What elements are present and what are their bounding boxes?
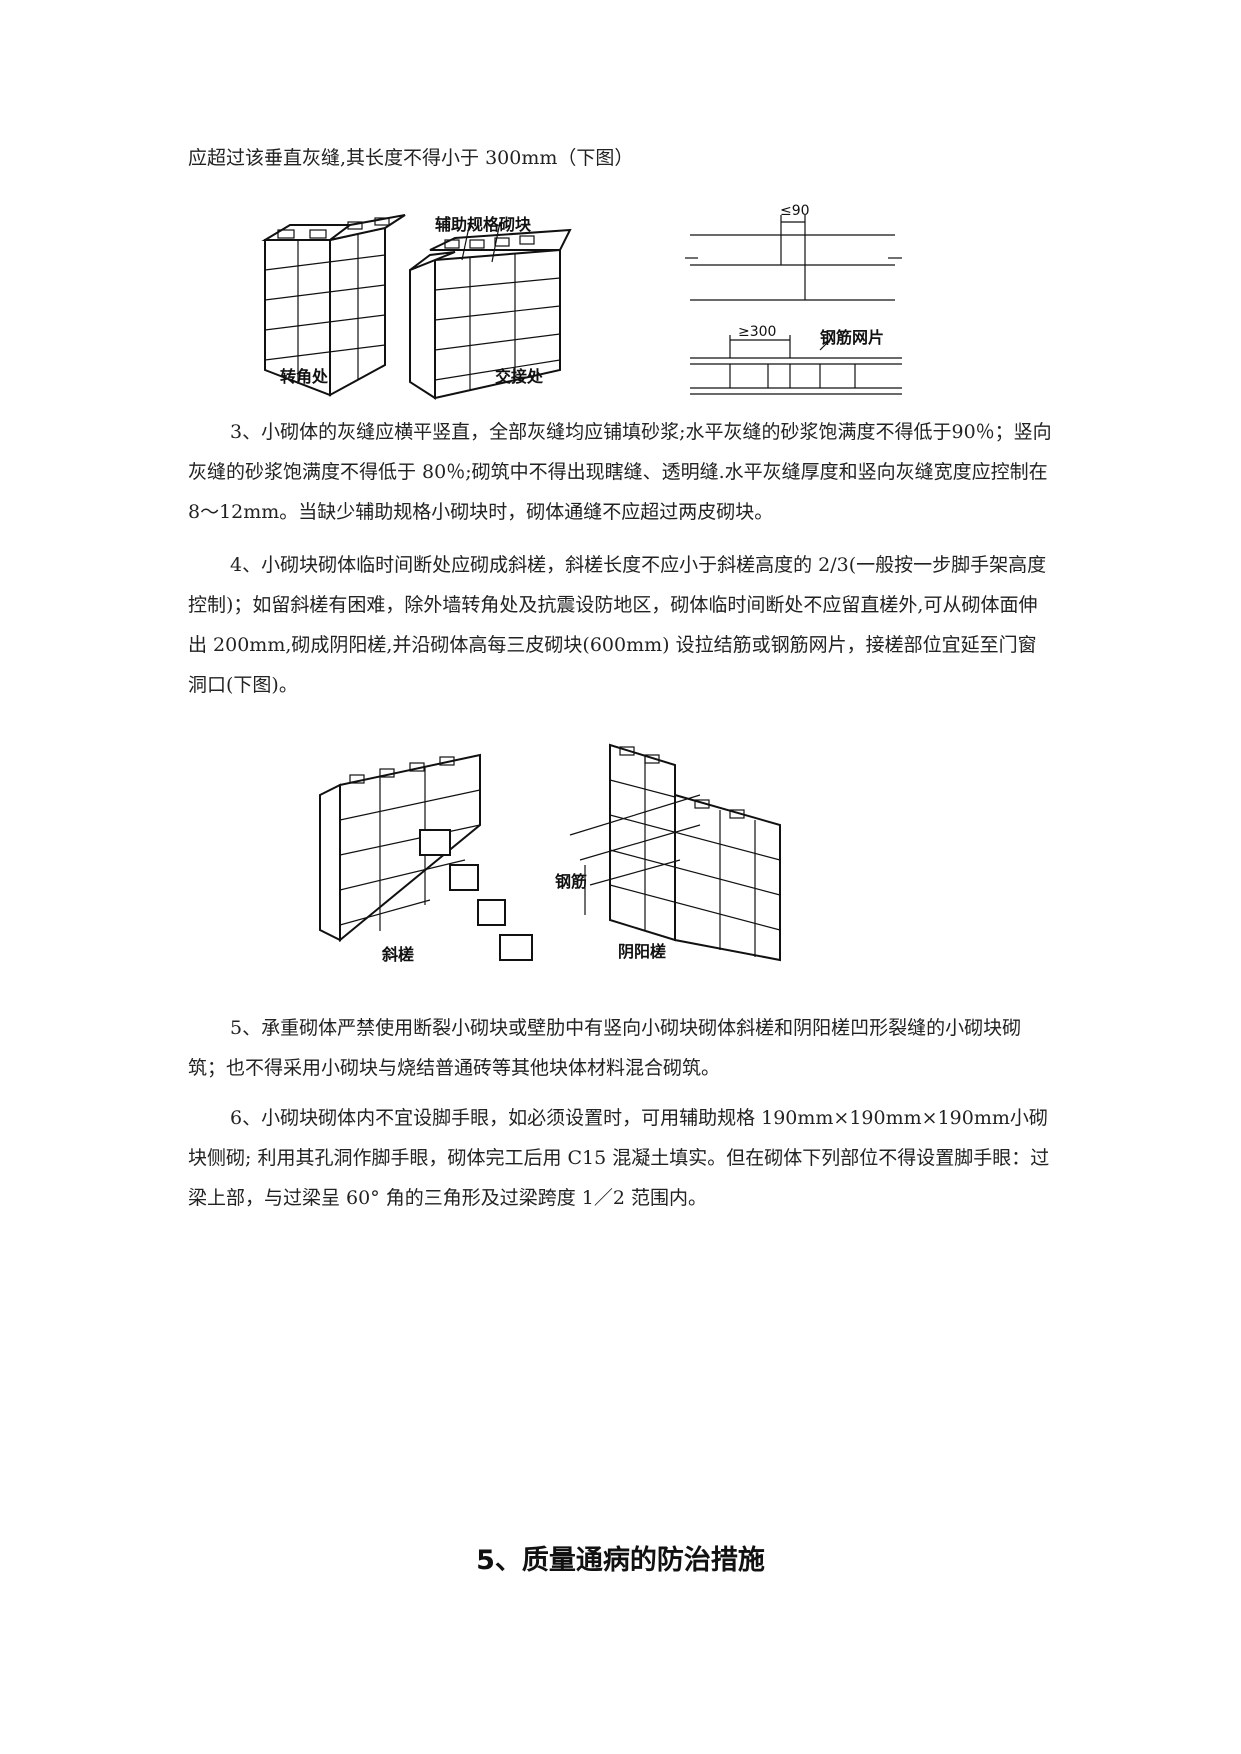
yinyang-wall-drawing bbox=[569, 743, 781, 962]
label-aux-block: 辅助规格砌块 bbox=[435, 215, 532, 234]
caption-yinyang: 阴阳槎 bbox=[618, 942, 666, 961]
corner-wall-drawing bbox=[261, 214, 406, 397]
dim-bottom: ≥300 bbox=[738, 324, 776, 340]
caption-slope: 斜槎 bbox=[381, 945, 414, 964]
dim-top: ≤90 bbox=[780, 203, 810, 219]
slope-wall-drawing bbox=[319, 753, 533, 961]
paragraph-5: 5、承重砌体严禁使用断裂小砌块或壁肋中有竖向小砌块砌体斜槎和阴阳槎凹形裂缝的小砌… bbox=[188, 1017, 1022, 1079]
section-heading: 5、质量通病的防治措施 bbox=[476, 1545, 765, 1576]
label-mesh: 钢筋网片 bbox=[820, 328, 884, 347]
paragraph-3: 3、小砌体的灰缝应横平竖直，全部灰缝均应铺填砂浆;水平灰缝的砂浆饱满度不得低于9… bbox=[188, 421, 1052, 523]
caption-corner: 转角处 bbox=[280, 367, 329, 386]
paragraph-4: 4、小砌块砌体临时间断处应砌成斜槎，斜槎长度不应小于斜槎高度的 2/3(一般按一… bbox=[188, 554, 1047, 696]
junction-wall-drawing bbox=[409, 221, 572, 400]
caption-junction: 交接处 bbox=[495, 367, 544, 386]
paragraph-6: 6、小砌块砌体内不宜设脚手眼，如必须设置时，可用辅助规格 190mm×190mm… bbox=[188, 1107, 1050, 1209]
joint-diagram-top bbox=[685, 215, 902, 301]
label-rebar: 钢筋 bbox=[555, 872, 587, 891]
figure-block-corner-junction: 辅助规格砌块 转角处 交接处 ≤90 bbox=[230, 200, 1020, 440]
paragraph-intro: 应超过该垂直灰缝,其长度不得小于 300mm（下图） bbox=[188, 147, 634, 169]
joint-diagram-bottom bbox=[690, 335, 902, 395]
figure-slope-yinyang: 斜槎 钢筋 阴阳槎 bbox=[300, 735, 900, 975]
